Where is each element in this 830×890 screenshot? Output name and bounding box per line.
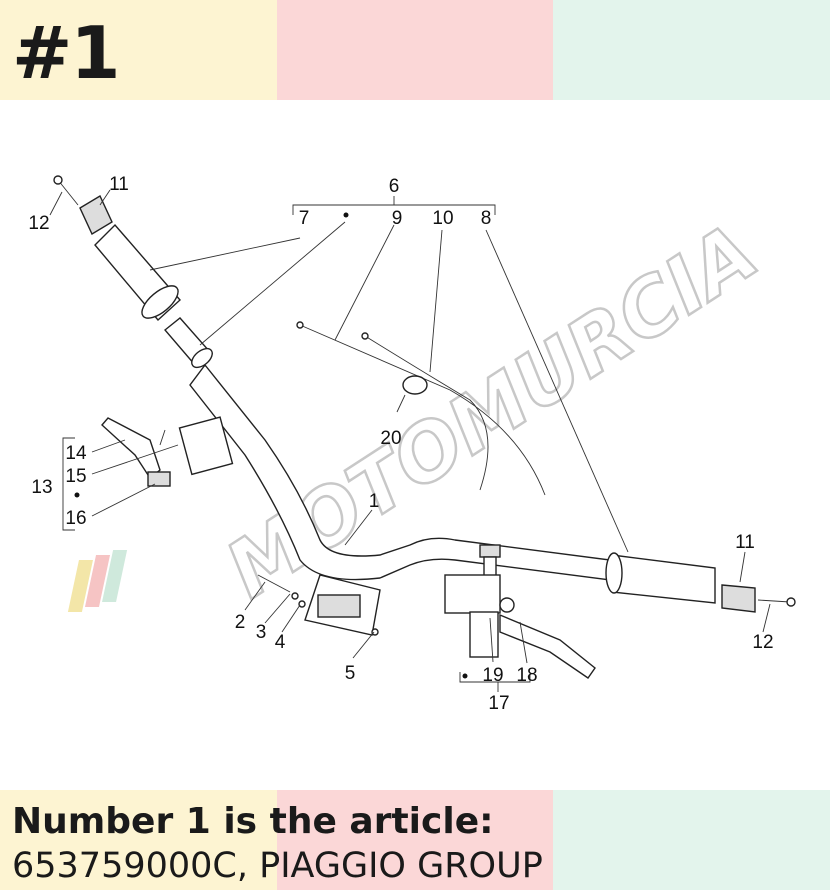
band-mint [553,790,830,890]
left-grip [94,223,213,369]
part-labels: 6 7 9 10 8 11 12 20 1 14 15 13 16 2 3 4 … [28,174,773,714]
part-label: 12 [28,213,49,234]
part-label: 18 [516,665,537,686]
part-label: 3 [256,622,267,643]
part-label: 8 [481,208,492,229]
part-label: 6 [389,176,400,197]
part-label: 19 [482,665,503,686]
left-bar-end [53,175,113,236]
band-yellow [0,790,277,890]
part-label: 16 [65,508,86,529]
bullet-dot [462,673,468,679]
part-label: 14 [65,443,87,464]
right-master-cylinder [444,574,596,679]
part-label: 5 [345,663,356,684]
article-heading: Number 1 is the article: [12,801,494,842]
part-label: 20 [380,428,401,449]
band-mint [553,0,830,100]
handlebar-tube [189,363,611,581]
part-label: 10 [432,208,453,229]
part-label: 1 [369,491,380,512]
article-number: 653759000C, PIAGGIO GROUP [12,846,543,886]
cables [296,321,546,496]
band-pink [276,790,554,890]
part-label: 13 [31,477,52,498]
part-label: 12 [752,632,773,653]
header-band [0,0,830,100]
part-label: 17 [488,693,509,714]
band-pink [276,0,554,100]
bullet-dot [343,212,349,218]
part-label: 15 [65,466,86,487]
part-label: 7 [299,208,310,229]
page-title: #1 [12,11,120,95]
part-label: 2 [235,612,246,633]
left-lever-assembly [101,416,234,487]
right-grip [605,552,796,613]
part-label: 4 [275,632,286,653]
footer-caption: Number 1 is the article: 653759000C, PIA… [12,800,543,888]
part-label: 9 [392,208,403,229]
leader-lines [49,189,771,692]
footer-band [0,790,830,890]
part-label: 11 [109,174,129,195]
exploded-parts-diagram: MOTOMURCIA [28,174,796,714]
bullet-dot [74,492,80,498]
part-label: 11 [735,532,755,553]
band-yellow [0,0,277,100]
